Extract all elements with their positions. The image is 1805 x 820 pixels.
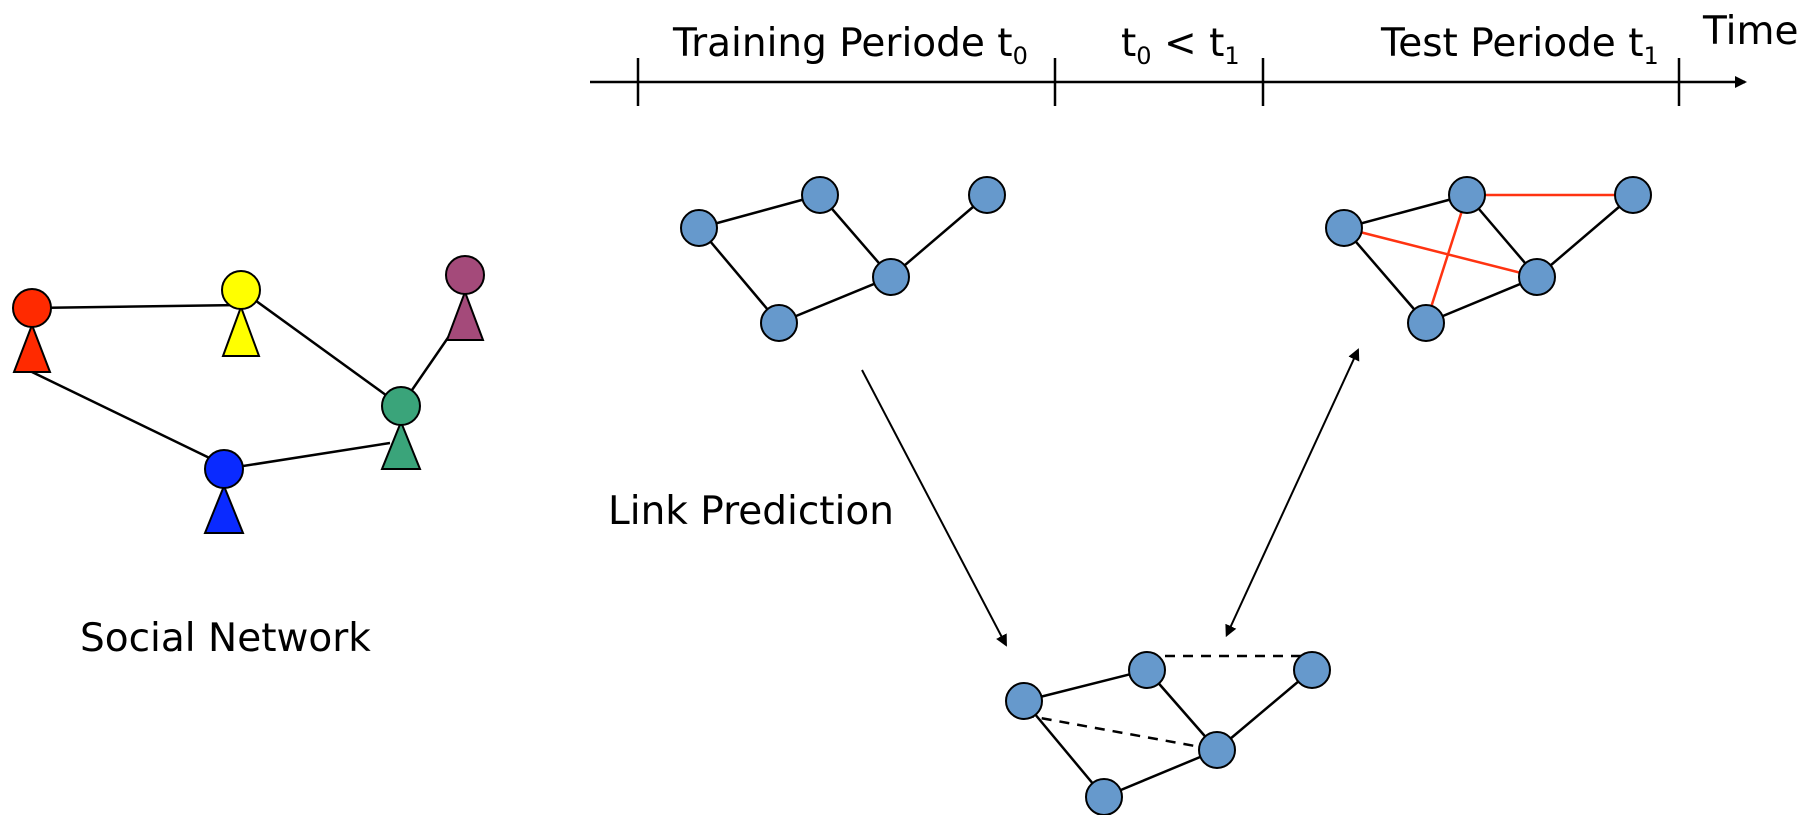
graph-node	[1005, 682, 1043, 720]
time-label: Time	[1703, 9, 1799, 54]
person-yellow-head	[221, 270, 261, 310]
person-yellow-body	[221, 304, 261, 357]
graph-edge	[698, 227, 780, 324]
test-period-text: Test Periode	[1381, 21, 1616, 66]
training-period-text: Training Periode	[673, 21, 985, 66]
training-period-label: Training Periode t0	[673, 21, 1028, 70]
person-purple-body	[445, 289, 485, 341]
test-period-label: Test Periode t1	[1381, 21, 1659, 70]
graph-node	[1407, 304, 1445, 342]
social-network-label: Social Network	[80, 616, 371, 661]
graph-node	[801, 176, 839, 214]
person-yellow	[221, 270, 261, 357]
social-edge	[31, 370, 225, 467]
predicted-graph	[1005, 651, 1331, 816]
graph-edge	[1023, 700, 1105, 798]
graph-node	[872, 258, 910, 296]
person-red-head	[12, 288, 52, 328]
new-edge	[1343, 226, 1538, 279]
social-edge	[31, 303, 242, 310]
graph-edge	[778, 275, 892, 325]
person-green	[380, 386, 422, 470]
social-edge	[240, 288, 402, 408]
test-subscript: 1	[1643, 42, 1659, 70]
social-network	[12, 255, 485, 534]
link-prediction-label: Link Prediction	[608, 489, 895, 534]
graph-edge	[1216, 669, 1313, 751]
gap-t1: t	[1209, 21, 1225, 66]
graph-node	[760, 304, 798, 342]
training-graph	[680, 176, 1006, 342]
person-red-body	[12, 322, 52, 373]
gap-t0: t	[1121, 21, 1137, 66]
test-graph	[1325, 176, 1652, 342]
graph-edge	[890, 194, 988, 278]
person-purple	[445, 255, 485, 341]
training-subscript: 0	[1012, 42, 1028, 70]
graph-edge	[1023, 668, 1148, 703]
graph-node	[1614, 176, 1652, 214]
graph-node	[1198, 731, 1236, 769]
graph-node	[968, 176, 1006, 214]
graph-node	[1085, 778, 1123, 816]
person-purple-head	[445, 255, 485, 295]
timeline	[590, 58, 1747, 106]
new-edge	[1424, 194, 1469, 324]
predicted-edge	[1023, 713, 1218, 752]
graph-edge	[1536, 194, 1634, 278]
gap-sub0: 0	[1136, 42, 1152, 70]
person-blue-body	[203, 483, 245, 534]
graph-node	[1293, 651, 1331, 689]
graph-edge	[1425, 275, 1538, 325]
graph-edge	[1103, 748, 1218, 799]
evaluation-arrow	[1225, 348, 1360, 638]
gap-sub1: 1	[1224, 42, 1240, 70]
graph-edge	[1343, 193, 1468, 230]
graph-node	[1448, 176, 1486, 214]
gap-label: t0 < t1	[1121, 24, 1240, 68]
graph-edge	[1343, 227, 1427, 324]
graph-node	[1128, 651, 1166, 689]
graph-node	[1518, 258, 1556, 296]
person-blue-head	[204, 449, 244, 489]
person-red	[12, 288, 52, 373]
prediction-arrow	[861, 369, 1007, 647]
gap-operator: <	[1163, 21, 1197, 66]
graph-node	[680, 209, 718, 247]
graph-edge	[698, 193, 821, 230]
person-green-head	[381, 386, 421, 426]
person-green-body	[380, 419, 422, 470]
graph-node	[1325, 209, 1363, 247]
social-edge	[223, 441, 391, 471]
person-blue	[203, 449, 245, 534]
